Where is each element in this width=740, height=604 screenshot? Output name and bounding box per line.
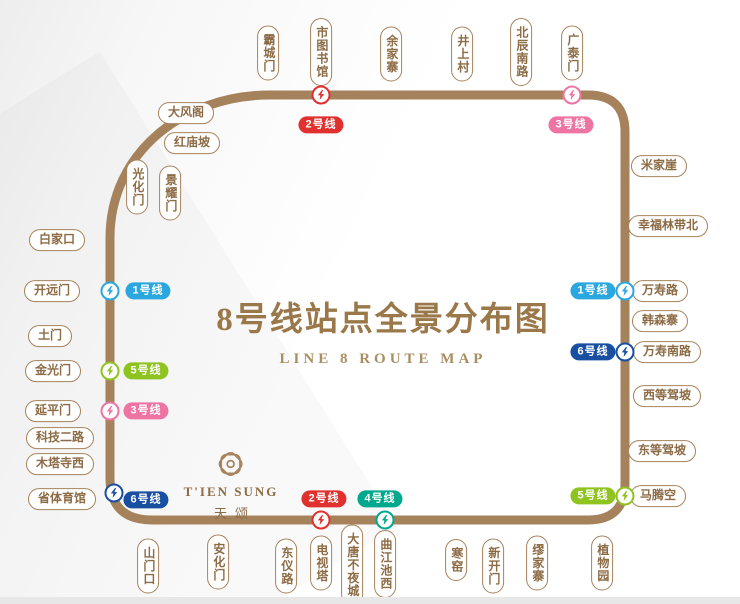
station-pill-33: 韩森寨 <box>631 310 689 332</box>
station-pill-9: 光化门 <box>126 159 148 215</box>
map-title-block: 8号线站点全景分布图 LINE 8 ROUTE MAP <box>216 292 550 368</box>
station-pill-3: 余家寨 <box>380 26 402 82</box>
station-pill-5: 北辰南路 <box>510 18 532 86</box>
line-badge-3-4: 3号线 <box>123 402 169 420</box>
transfer-icon-line-2 <box>311 85 331 105</box>
line-badge-5-8: 5号线 <box>570 487 616 505</box>
line-badge-6-5: 6号线 <box>123 491 169 509</box>
station-pill-8: 红庙坡 <box>163 132 221 154</box>
station-pill-27: 缪家寨 <box>526 535 548 591</box>
station-pill-25: 寒窑 <box>445 539 467 581</box>
station-pill-20: 安化门 <box>207 534 229 590</box>
station-pill-1: 霸城门 <box>257 25 279 81</box>
tien-sung-logo: T'IEN SUNG 天颂 <box>184 447 279 522</box>
page-title: 8号线站点全景分布图 <box>216 302 550 338</box>
station-pill-32: 万寿南路 <box>632 341 702 363</box>
line-badge-3-1: 3号线 <box>548 116 594 134</box>
station-pill-24: 曲江池西 <box>374 530 396 598</box>
bottom-strip <box>0 597 740 604</box>
line-badge-4-10: 4号线 <box>357 490 403 508</box>
transfer-icon-line-6 <box>104 483 124 503</box>
station-pill-19: 山门口 <box>137 538 159 594</box>
line-badge-5-3: 5号线 <box>123 362 169 380</box>
station-pill-23: 大唐不夜城 <box>341 524 363 604</box>
station-pill-34: 万寿路 <box>631 280 689 302</box>
station-pill-35: 幸福林带北 <box>627 215 709 237</box>
station-pill-13: 土门 <box>27 325 73 347</box>
transfer-icon-line-5 <box>100 361 120 381</box>
page-subtitle: LINE 8 ROUTE MAP <box>279 351 487 367</box>
tien-sung-monogram-icon <box>219 452 243 476</box>
station-pill-4: 井上村 <box>451 26 473 82</box>
transfer-icon-line-3 <box>100 401 120 421</box>
line-badge-2-9: 2号线 <box>301 490 347 508</box>
station-pill-29: 马腾空 <box>629 485 687 507</box>
station-pill-14: 金光门 <box>24 360 82 382</box>
line-badge-1-6: 1号线 <box>570 282 616 300</box>
transfer-icon-line-3 <box>562 85 582 105</box>
line-badge-6-7: 6号线 <box>570 343 616 361</box>
transfer-icon-line-6 <box>615 342 635 362</box>
station-pill-15: 延平门 <box>24 400 82 422</box>
station-pill-21: 东仪路 <box>275 538 297 594</box>
station-pill-17: 木塔寺西 <box>25 453 95 475</box>
station-pill-22: 电视塔 <box>310 535 332 591</box>
transfer-icon-line-2 <box>311 510 331 530</box>
logo-name-zh: 天颂 <box>213 506 256 521</box>
transfer-icon-line-1 <box>615 281 635 301</box>
line-badge-2-0: 2号线 <box>298 116 344 134</box>
logo-name-en: T'IEN SUNG <box>183 484 279 499</box>
station-pill-16: 科技二路 <box>25 427 95 449</box>
station-pill-28: 植物园 <box>591 535 613 591</box>
transfer-icon-line-5 <box>615 486 635 506</box>
station-pill-2: 市图书馆 <box>310 18 332 86</box>
line-badge-1-2: 1号线 <box>125 282 171 300</box>
station-pill-6: 广泰门 <box>561 25 583 81</box>
station-pill-12: 开远门 <box>23 280 81 302</box>
station-pill-26: 新开门 <box>482 538 504 594</box>
station-pill-30: 东等驾坡 <box>627 440 697 462</box>
station-pill-7: 大风阁 <box>157 102 215 124</box>
station-pill-11: 白家口 <box>28 229 86 251</box>
station-pill-10: 景耀门 <box>159 165 181 221</box>
station-pill-18: 省体育馆 <box>27 488 97 510</box>
station-pill-31: 西等驾坡 <box>632 385 702 407</box>
line8-loop-path <box>105 90 630 525</box>
station-pill-36: 米家崖 <box>630 155 688 177</box>
transfer-icon-line-1 <box>100 281 120 301</box>
transfer-icon-line-4 <box>375 510 395 530</box>
